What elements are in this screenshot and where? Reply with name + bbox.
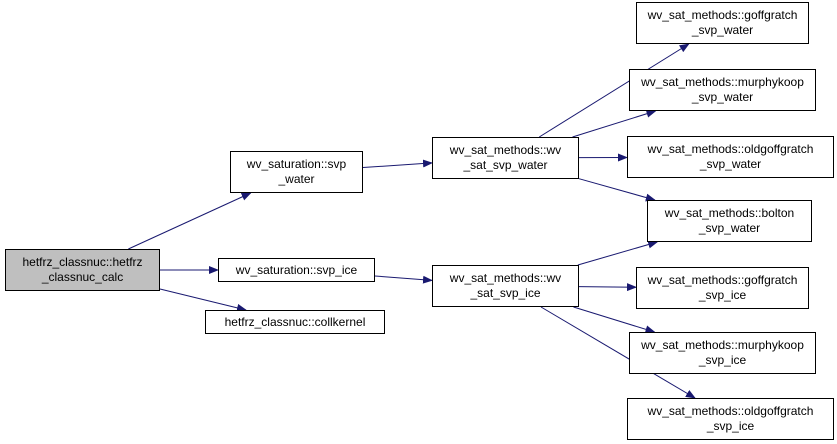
node-label-line-1: wv_sat_methods::wv	[449, 271, 562, 285]
node-label-line-2: _classnuc_calc	[41, 270, 124, 284]
edge-root-to-svp_water	[128, 192, 252, 250]
node-label-line-2: _svp_ice	[698, 353, 747, 367]
edge-wsat_ice-to-murphy_ice	[573, 306, 656, 334]
node-label-line-2: _svp_water	[699, 157, 762, 171]
node-label-line-1: hetfrz_classnuc::hetfrz	[22, 255, 143, 269]
node-label-line-1: wv_saturation::svp	[246, 157, 347, 171]
node-label-line-2: _svp_water	[698, 221, 761, 235]
node-label-line-2: _svp_ice	[698, 288, 747, 302]
node-bolton-svp-water[interactable]: wv_sat_methods::bolton _svp_water	[647, 200, 812, 242]
node-label-line-2: _svp_ice	[706, 419, 755, 433]
node-label-line-2: _svp_water	[691, 23, 754, 37]
node-hetfrz-classnuc-calc[interactable]: hetfrz_classnuc::hetfrz _classnuc_calc	[5, 249, 160, 291]
node-goffgratch-svp-water[interactable]: wv_sat_methods::goffgratch _svp_water	[636, 2, 809, 44]
node-collkernel[interactable]: hetfrz_classnuc::collkernel	[205, 310, 385, 334]
node-label-line-1: wv_sat_methods::oldgoffgratch	[647, 404, 814, 418]
edge-wsat_water-to-bolton_water	[578, 178, 656, 202]
node-label-line-2: _water	[278, 172, 315, 186]
node-label-line-1: wv_sat_methods::goffgratch	[647, 273, 798, 287]
node-label-line-1: wv_sat_methods::wv	[449, 143, 562, 157]
node-goffgratch-svp-ice[interactable]: wv_sat_methods::goffgratch _svp_ice	[636, 267, 809, 309]
edge-wsat_ice-to-oldgoff_ice	[540, 306, 696, 399]
node-oldgoffgratch-svp-ice[interactable]: wv_sat_methods::oldgoffgratch _svp_ice	[627, 398, 834, 440]
node-oldgoffgratch-svp-water[interactable]: wv_sat_methods::oldgoffgratch _svp_water	[627, 136, 834, 178]
node-wv-sat-svp-ice[interactable]: wv_sat_methods::wv _sat_svp_ice	[432, 265, 579, 307]
node-svp-water[interactable]: wv_saturation::svp _water	[230, 151, 363, 193]
edge-wsat_water-to-goff_water	[538, 43, 690, 138]
edge-root-to-collkernel	[159, 288, 247, 312]
node-label-line-1: hetfrz_classnuc::collkernel	[224, 314, 366, 329]
edge-wsat_ice-to-bolton_water	[577, 240, 659, 266]
edge-wsat_ice-to-goff_ice	[578, 283, 637, 292]
node-label-line-1: wv_sat_methods::goffgratch	[647, 8, 798, 22]
node-label-line-2: _sat_svp_ice	[470, 286, 541, 300]
node-svp-ice[interactable]: wv_saturation::svp_ice	[218, 258, 375, 282]
node-label-line-1: wv_sat_methods::murphykoop	[641, 338, 804, 352]
node-label-line-1: wv_sat_methods::bolton	[664, 206, 795, 220]
node-label-line-1: wv_saturation::svp_ice	[235, 262, 358, 277]
edge-svp_water-to-wsat_water	[362, 159, 433, 169]
node-label-line-2: _sat_svp_water	[463, 158, 548, 172]
node-murphykoop-svp-ice[interactable]: wv_sat_methods::murphykoop _svp_ice	[629, 332, 816, 374]
edge-svp_ice-to-wsat_ice	[374, 275, 433, 284]
edge-wsat_water-to-murphy_water	[572, 109, 657, 138]
node-label-line-1: wv_sat_methods::murphykoop	[641, 75, 804, 89]
node-wv-sat-svp-water[interactable]: wv_sat_methods::wv _sat_svp_water	[432, 137, 579, 179]
node-murphykoop-svp-water[interactable]: wv_sat_methods::murphykoop _svp_water	[629, 69, 816, 111]
node-label-line-1: wv_sat_methods::oldgoffgratch	[647, 142, 814, 156]
node-label-line-2: _svp_water	[691, 90, 754, 104]
